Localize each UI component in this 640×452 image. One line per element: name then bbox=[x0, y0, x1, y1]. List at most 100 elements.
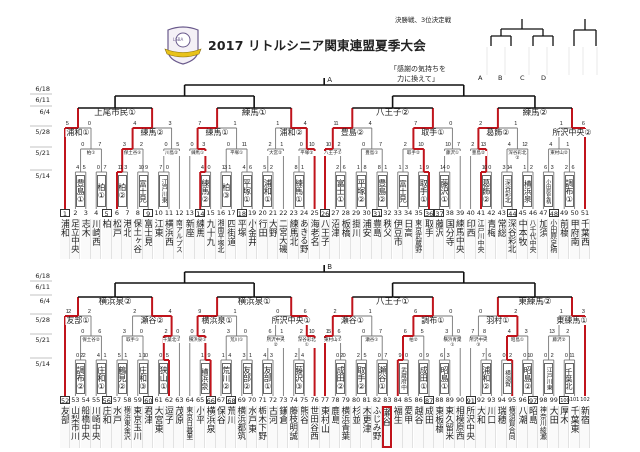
venue-label: 柏① bbox=[82, 151, 100, 156]
match-score: 7 bbox=[481, 353, 485, 359]
match-score: 5 bbox=[65, 121, 69, 127]
match-score: 0 bbox=[449, 121, 452, 127]
team-number: 94 bbox=[497, 396, 506, 404]
match-score: 2 bbox=[87, 309, 91, 315]
match-score: 1 bbox=[233, 121, 236, 127]
match-winner-label: 柏② bbox=[117, 175, 127, 207]
team-name: 富士見 bbox=[143, 219, 154, 259]
venue-label: 東練馬② bbox=[516, 297, 554, 307]
match-score: 2 bbox=[566, 329, 569, 335]
venue-label: 所沢中央② bbox=[551, 128, 593, 137]
match-score: 7 bbox=[379, 329, 382, 335]
team-name: 藤枝明誠 bbox=[288, 406, 299, 448]
match-score: 6 bbox=[544, 165, 547, 171]
venue-label: 取手② bbox=[404, 151, 423, 156]
venue-label: 横浜泉① bbox=[188, 338, 207, 343]
match-score: 0 bbox=[176, 329, 179, 335]
team-name: 東村山 bbox=[320, 406, 330, 448]
venue-label: 調布① bbox=[420, 316, 446, 325]
logo-text: LSBA bbox=[173, 37, 184, 42]
match-winner-label: 取手② bbox=[356, 363, 366, 394]
logo bbox=[164, 26, 202, 65]
venue-label: 豊島② bbox=[339, 128, 365, 137]
match-score: 4 bbox=[301, 353, 304, 359]
match-score: 0 bbox=[544, 353, 547, 359]
team-name: 新宿 bbox=[580, 406, 590, 448]
match-score: 13 bbox=[480, 142, 487, 148]
match-score: 5 bbox=[165, 353, 169, 359]
team-number: 83 bbox=[383, 396, 392, 404]
match-score: 6 bbox=[249, 165, 252, 171]
team-name: 君津 bbox=[143, 406, 154, 448]
team-name: 深谷彩北 bbox=[507, 219, 518, 259]
match-winner-label: 藤沢③ bbox=[294, 363, 304, 394]
team-number: 6 bbox=[114, 209, 120, 217]
venue-label: 荒川① bbox=[227, 338, 246, 343]
match-score: 3 bbox=[524, 329, 528, 335]
venue-label: 八王子① bbox=[374, 297, 412, 307]
team-name: 福生 bbox=[392, 406, 403, 448]
match-winner-label: 横浜泉② bbox=[523, 175, 533, 207]
team-name: 茂原 bbox=[174, 406, 185, 448]
venue-label: 所沢中央② bbox=[266, 338, 285, 348]
team-name: あきる野 bbox=[299, 219, 310, 259]
match-score: 1 bbox=[419, 165, 422, 171]
final-slot-a: A bbox=[478, 74, 483, 82]
team-name: 練馬北 bbox=[288, 219, 299, 259]
match-score: 7 bbox=[198, 121, 201, 127]
match-score: 6 bbox=[581, 121, 585, 127]
team-number: 46 bbox=[528, 209, 538, 217]
match-winner-label: 庄和③ bbox=[138, 363, 148, 394]
round-date: 5/14 bbox=[35, 172, 50, 180]
match-score: 10 bbox=[138, 165, 145, 171]
match-score: 2 bbox=[509, 353, 512, 359]
team-number: 66 bbox=[205, 396, 216, 405]
match-winner-label: 富士① bbox=[336, 175, 346, 207]
team-name: 甲府南 bbox=[569, 219, 580, 259]
match-winner-label: 柏③ bbox=[221, 175, 231, 207]
match-score: 9 bbox=[198, 309, 201, 315]
team-name: 大野 bbox=[268, 219, 278, 259]
team-number: 80 bbox=[352, 396, 361, 404]
team-number: 60 bbox=[143, 396, 154, 405]
team-name: 川崎中央 bbox=[91, 406, 102, 448]
team-number: 30 bbox=[362, 209, 371, 217]
match-score: 5 bbox=[263, 165, 266, 171]
venue-label: 八王子① bbox=[323, 151, 342, 156]
match-score: 3 bbox=[446, 353, 450, 359]
team-name: 掛川 bbox=[351, 219, 362, 259]
venue-label: 平塚② bbox=[297, 151, 316, 156]
team-name: 熊谷 bbox=[299, 406, 310, 448]
match-score: 0 bbox=[446, 165, 450, 171]
venue-label: 友部① bbox=[65, 316, 91, 325]
match-winner-label: 調布② bbox=[76, 363, 86, 394]
match-score: 12 bbox=[65, 309, 72, 315]
team-number: 70 bbox=[248, 396, 257, 404]
match-score: 10 bbox=[142, 353, 149, 359]
match-score: 7 bbox=[457, 142, 460, 148]
team-name: 前橋 bbox=[559, 219, 570, 259]
match-score: 7 bbox=[159, 165, 162, 171]
match-score: 3 bbox=[242, 353, 246, 359]
match-score: 0 bbox=[81, 329, 84, 335]
match-score: 9 bbox=[145, 165, 148, 171]
match-score: 5 bbox=[176, 142, 179, 148]
team-number: 100 bbox=[559, 396, 570, 404]
team-name: 沼津 bbox=[330, 219, 341, 259]
team-number: 20 bbox=[258, 209, 267, 217]
match-score: 14 bbox=[506, 165, 513, 171]
match-score: 1 bbox=[398, 165, 402, 171]
venue-label: 瀬谷② bbox=[139, 316, 165, 325]
team-number: 17 bbox=[227, 209, 236, 217]
round-date: 6/18 bbox=[35, 85, 50, 93]
team-number: 72 bbox=[268, 396, 278, 404]
team-name: 横浜西 bbox=[164, 219, 174, 259]
match-score: 15 bbox=[325, 329, 332, 335]
venue-label: 練馬② bbox=[139, 128, 165, 137]
team-name: 横浜泉 bbox=[205, 406, 216, 448]
round-date: 5/14 bbox=[35, 360, 50, 368]
team-name: 船橋中央 bbox=[80, 406, 91, 448]
venue-label: 取手① bbox=[420, 128, 446, 137]
match-score: 8 bbox=[483, 329, 486, 335]
venue-label: 瀬谷① bbox=[339, 316, 365, 325]
